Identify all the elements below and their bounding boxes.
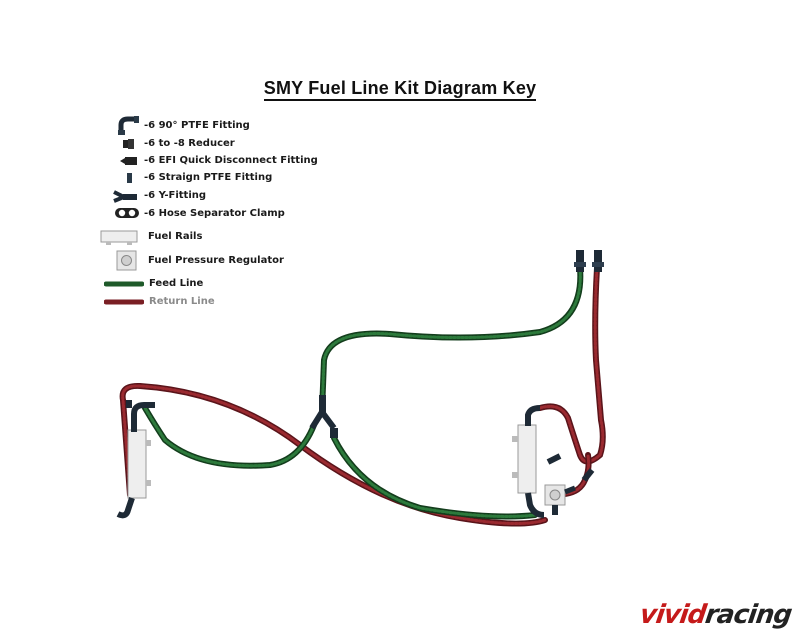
legend-label-y-fitting: -6 Y-Fitting xyxy=(144,190,207,201)
legend-label-return: Return Line xyxy=(149,296,215,307)
fuel-rail-icon xyxy=(100,230,138,245)
legend-label-fitting-90: -6 90° PTFE Fitting xyxy=(144,120,250,131)
diagram-title: SMY Fuel Line Kit Diagram Key xyxy=(0,78,800,101)
reducer-icon xyxy=(123,139,134,149)
left-fuel-rail xyxy=(116,400,155,519)
legend-label-straight: -6 Straign PTFE Fitting xyxy=(144,172,273,183)
legend-label-fpr: Fuel Pressure Regulator xyxy=(148,255,284,266)
feed-lines xyxy=(142,265,584,520)
elbow-fitting-icon xyxy=(118,116,139,135)
diagram-title-text: SMY Fuel Line Kit Diagram Key xyxy=(263,78,537,101)
quick-disconnect-icon xyxy=(120,157,137,165)
watermark-brand-a: vivid xyxy=(637,600,708,630)
vividracing-watermark: vividracing xyxy=(637,600,800,634)
return-tank-fitting xyxy=(594,250,602,272)
straight-fitting-icon xyxy=(127,173,132,183)
tank-fittings xyxy=(574,250,604,272)
feed-line-main xyxy=(319,265,584,415)
return-line-swatch xyxy=(104,299,144,305)
right-fuel-rail xyxy=(512,405,545,518)
feed-line-swatch xyxy=(104,281,144,287)
y-fitting xyxy=(309,395,338,438)
regulator-icon xyxy=(116,250,137,271)
legend-label-clamp: -6 Hose Separator Clamp xyxy=(144,208,285,219)
legend-label-feed: Feed Line xyxy=(149,278,204,289)
legend-label-rails: Fuel Rails xyxy=(148,231,203,242)
feed-tank-fitting xyxy=(576,250,584,272)
watermark-brand-b: racing xyxy=(703,600,794,630)
line-fittings xyxy=(546,453,595,482)
legend-label-reducer: -6 to -8 Reducer xyxy=(144,138,235,149)
y-fitting-icon xyxy=(113,190,137,203)
legend-label-efi-quick: -6 EFI Quick Disconnect Fitting xyxy=(144,155,318,166)
fuel-pressure-regulator xyxy=(544,484,576,515)
clamp-icon xyxy=(115,208,139,218)
